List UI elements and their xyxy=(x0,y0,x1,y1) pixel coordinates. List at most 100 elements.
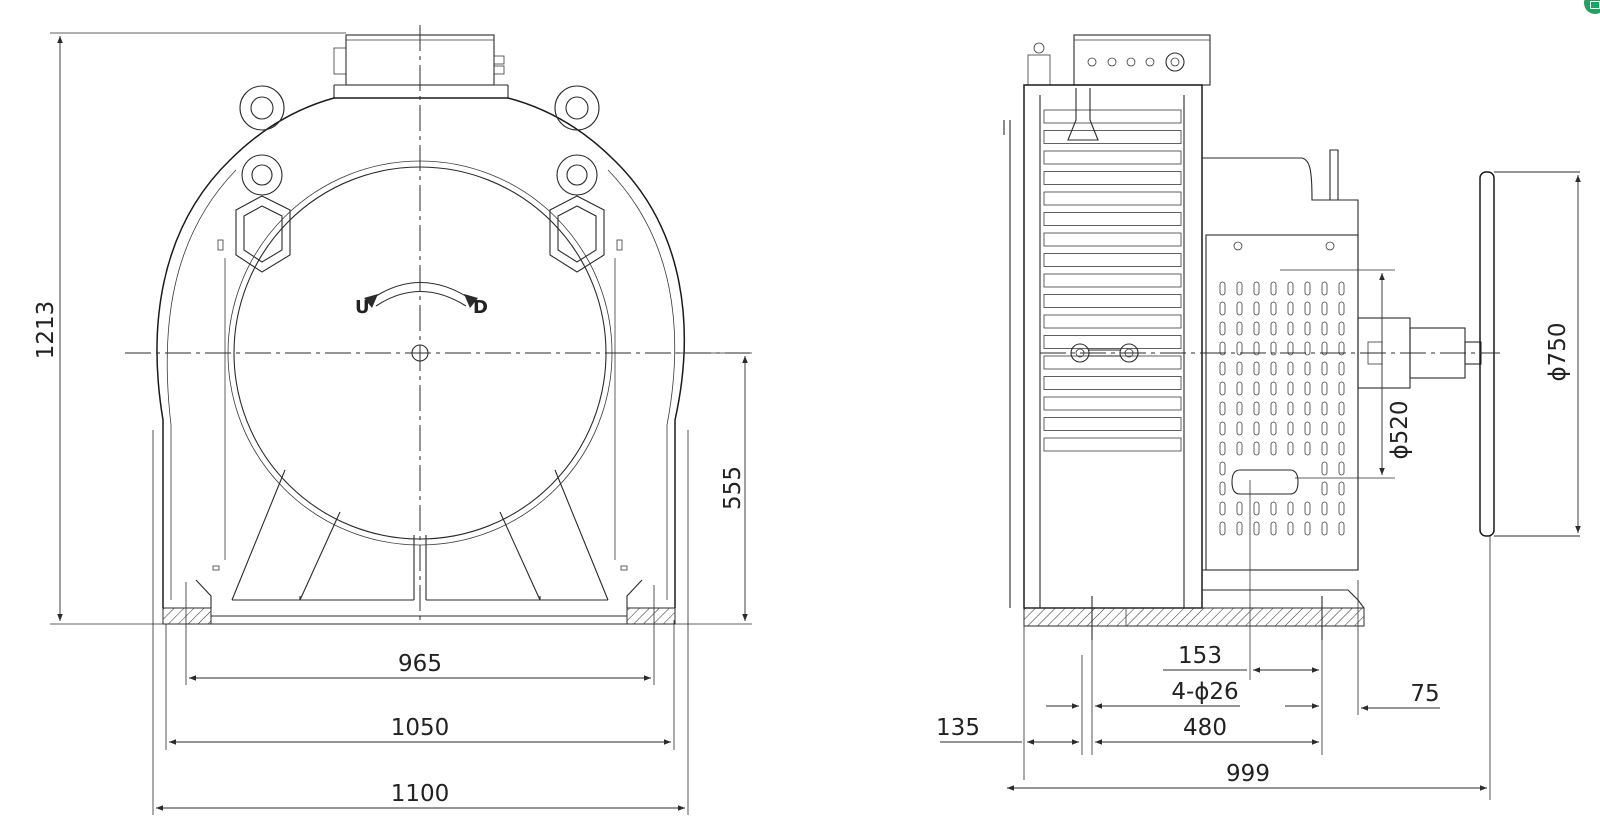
vent-slot xyxy=(1253,301,1260,316)
vent-slot xyxy=(1253,421,1260,436)
vent-slot xyxy=(1253,361,1260,376)
rotation-arrow-icon xyxy=(364,282,478,308)
dim-height: 1213 xyxy=(33,301,59,360)
vent-slot xyxy=(1253,381,1260,396)
vent-slot xyxy=(1253,441,1260,456)
vent-slot xyxy=(1219,401,1226,416)
vent-slot xyxy=(1338,441,1345,456)
vent-slot xyxy=(1219,421,1226,436)
vent-slot xyxy=(1287,301,1294,316)
vent-slot xyxy=(1270,521,1277,536)
vent-slot xyxy=(1338,361,1345,376)
vent-slot xyxy=(1338,481,1345,496)
dim-overall-width: 1100 xyxy=(391,781,450,807)
vent-slot xyxy=(1287,441,1294,456)
vent-slot xyxy=(1321,481,1328,496)
vent-slot xyxy=(1304,521,1311,536)
vent-slot xyxy=(1236,281,1243,296)
dim-overall-length: 999 xyxy=(1226,761,1270,787)
vent-slots xyxy=(1219,281,1345,536)
cooling-fin xyxy=(1043,232,1182,247)
side-base xyxy=(1023,607,1365,627)
vent-slot xyxy=(1321,421,1328,436)
vent-slot xyxy=(1304,361,1311,376)
vent-slot xyxy=(1219,521,1226,536)
vent-slot xyxy=(1338,301,1345,316)
side-view xyxy=(1003,34,1580,680)
vent-slot xyxy=(1338,521,1345,536)
vent-slot xyxy=(1236,401,1243,416)
vent-slot xyxy=(1253,501,1260,516)
vent-slot xyxy=(1287,361,1294,376)
cooling-fin xyxy=(1043,212,1182,226)
side-housing xyxy=(1023,84,1203,609)
vent-slot xyxy=(1287,281,1294,296)
vent-slot xyxy=(1304,321,1311,336)
vent-slot xyxy=(1321,301,1328,316)
vent-slot xyxy=(1304,381,1311,396)
rotation-label-up: U xyxy=(355,297,370,318)
foot-right xyxy=(626,607,676,625)
vent-slot xyxy=(1321,321,1328,336)
cooling-fin xyxy=(1043,376,1182,390)
cooling-fin xyxy=(1043,417,1182,431)
cooling-fin xyxy=(1043,335,1182,349)
motor-housing xyxy=(156,97,685,608)
vent-slot xyxy=(1304,301,1311,316)
dim-base-width: 1050 xyxy=(391,715,450,741)
vent-slot xyxy=(1270,441,1277,456)
dim-sheave-diameter: ϕ520 xyxy=(1387,400,1413,459)
vent-slot xyxy=(1287,501,1294,516)
vent-slot xyxy=(1270,361,1277,376)
cooling-fin xyxy=(1043,253,1182,267)
vent-slot xyxy=(1270,321,1277,336)
vent-slot xyxy=(1270,301,1277,316)
cooling-fin xyxy=(1043,355,1182,370)
cooling-fin xyxy=(1043,150,1182,165)
vent-slot xyxy=(1321,401,1328,416)
vent-slot xyxy=(1270,341,1277,356)
dim-frame-offset: 135 xyxy=(936,715,980,741)
side-dimensions: ϕ520 ϕ750 153 4-ϕ26 75 135 480 999 xyxy=(936,175,1581,800)
vent-slot xyxy=(1304,281,1311,296)
vent-slot xyxy=(1287,421,1294,436)
vent-slot xyxy=(1304,401,1311,416)
vent-slot xyxy=(1321,521,1328,536)
vent-slot xyxy=(1236,441,1243,456)
vent-slot xyxy=(1338,321,1345,336)
vent-slot xyxy=(1253,521,1260,536)
cooling-fin xyxy=(1043,314,1182,329)
vent-slot xyxy=(1236,521,1243,536)
vent-slot xyxy=(1321,501,1328,516)
sheave-housing xyxy=(1205,234,1359,571)
vent-slot xyxy=(1338,341,1345,356)
vent-slot xyxy=(1287,321,1294,336)
vent-slot xyxy=(1236,421,1243,436)
vent-slot xyxy=(1270,401,1277,416)
vent-slot xyxy=(1338,461,1345,476)
vent-slot xyxy=(1219,321,1226,336)
vent-slot xyxy=(1219,361,1226,376)
vent-slot xyxy=(1287,401,1294,416)
vent-slot xyxy=(1253,341,1260,356)
vent-slot xyxy=(1219,461,1226,476)
vent-slot xyxy=(1236,381,1243,396)
vent-slot xyxy=(1219,381,1226,396)
vent-slot xyxy=(1236,501,1243,516)
vent-slot xyxy=(1321,361,1328,376)
vent-slot xyxy=(1338,401,1345,416)
vent-slot xyxy=(1287,381,1294,396)
vent-slot xyxy=(1219,441,1226,456)
vent-slot xyxy=(1219,501,1226,516)
vent-slot xyxy=(1338,421,1345,436)
vent-slot xyxy=(1236,361,1243,376)
cooling-fin xyxy=(1043,396,1182,411)
vent-slot xyxy=(1304,341,1311,356)
rotation-label-down: D xyxy=(473,297,488,318)
cooling-fin xyxy=(1043,273,1182,288)
vent-slot xyxy=(1270,381,1277,396)
dim-offset-153: 153 xyxy=(1178,643,1222,669)
vent-slot xyxy=(1219,301,1226,316)
vent-slot xyxy=(1236,341,1243,356)
